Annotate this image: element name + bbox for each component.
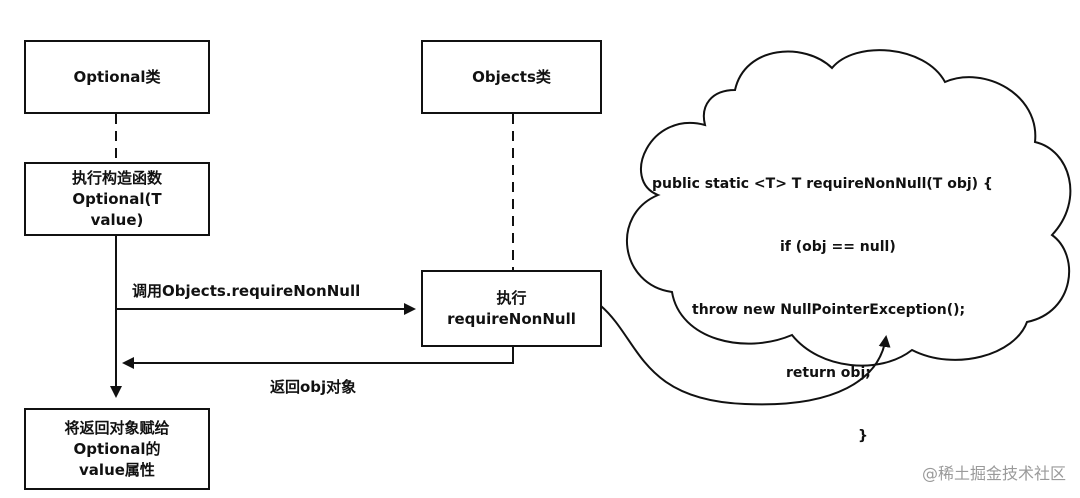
call-label: 调用Objects.requireNonNull — [132, 282, 361, 300]
code-line: return obj; — [786, 365, 871, 381]
execute-line: requireNonNull — [447, 309, 576, 328]
cloud-code: public static <T> T requireNonNull(T obj… — [652, 132, 993, 489]
execute-box: 执行 requireNonNull — [421, 270, 602, 347]
return-arrow — [122, 347, 514, 369]
code-line: throw new NullPointerException(); — [692, 302, 966, 318]
code-line: public static <T> T requireNonNull(T obj… — [652, 176, 993, 192]
constructor-label: 执行构造函数 Optional(T value) — [72, 168, 162, 231]
constructor-box: 执行构造函数 Optional(T value) — [24, 162, 210, 236]
constructor-line: 执行构造函数 — [71, 168, 162, 187]
cloud-shape — [625, 49, 1072, 367]
constructor-line: value) — [90, 210, 144, 229]
code-line: } — [858, 428, 868, 444]
assign-line: Optional的 — [73, 439, 161, 458]
assign-line: value属性 — [79, 460, 155, 479]
objects-class-box: Objects类 — [421, 40, 602, 114]
curved-arrow-to-cloud — [600, 305, 891, 406]
execute-label: 执行 requireNonNull — [447, 288, 576, 330]
assign-box: 将返回对象赋给 Optional的 value属性 — [24, 408, 210, 490]
optional-class-box: Optional类 — [24, 40, 210, 114]
watermark: @稀土掘金技术社区 — [921, 464, 1066, 483]
constructor-line: Optional(T — [72, 189, 162, 208]
code-line: if (obj == null) — [780, 239, 896, 255]
assign-line: 将返回对象赋给 — [64, 418, 170, 437]
return-label: 返回obj对象 — [270, 378, 357, 396]
execute-line: 执行 — [496, 288, 527, 307]
assign-label: 将返回对象赋给 Optional的 value属性 — [64, 418, 169, 481]
optional-class-label: Optional类 — [73, 67, 161, 86]
objects-class-label: Objects类 — [472, 67, 551, 86]
